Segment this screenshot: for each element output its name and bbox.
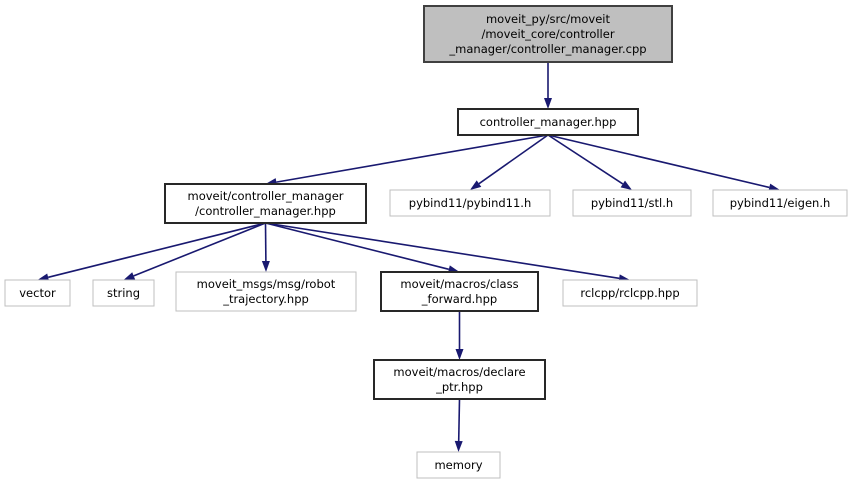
edge-line <box>133 222 266 277</box>
node-box <box>164 183 367 224</box>
graph-edge-class_forward-to-declare_ptr <box>455 311 464 360</box>
graph-node-moveit_controller_manager[interactable]: moveit/controller_manager/controller_man… <box>164 183 367 224</box>
graph-node-pybind11_stl[interactable]: pybind11/stl.h <box>572 189 692 217</box>
node-label-line: moveit/macros/class <box>400 277 518 291</box>
graph-edge-declare_ptr-to-memory <box>454 398 463 452</box>
node-label-line: vector <box>19 286 56 300</box>
node-label-line: moveit/controller_manager <box>188 189 344 203</box>
node-label-line: moveit_msgs/msg/robot <box>197 277 336 291</box>
node-box <box>389 189 551 217</box>
graph-node-pybind11_pybind11[interactable]: pybind11/pybind11.h <box>389 189 551 217</box>
node-box <box>92 279 155 307</box>
node-layer: moveit_py/src/moveit/moveit_core/control… <box>4 5 848 479</box>
node-label-line: pybind11/eigen.h <box>730 196 831 210</box>
node-box <box>457 108 639 136</box>
node-box <box>712 189 848 217</box>
node-label-line: moveit_py/src/moveit <box>486 12 611 26</box>
edge-line <box>47 222 266 279</box>
edge-layer <box>37 62 780 452</box>
node-label-line: _forward.hpp <box>421 292 497 306</box>
edge-line <box>457 398 461 442</box>
node-box <box>562 279 698 307</box>
edge-line <box>265 222 620 280</box>
arrowhead-icon <box>455 349 464 360</box>
edge-line <box>547 134 770 189</box>
node-box <box>373 359 546 400</box>
node-label-line: pybind11/stl.h <box>591 196 673 210</box>
graph-edge-controller_manager_hpp-to-pybind11_pybind11 <box>470 134 549 190</box>
arrowhead-icon <box>37 273 50 282</box>
node-label-line: pybind11/pybind11.h <box>409 196 531 210</box>
graph-node-vector[interactable]: vector <box>4 279 71 307</box>
graph-node-class_forward[interactable]: moveit/macros/class_forward.hpp <box>380 271 539 312</box>
graph-node-pybind11_eigen[interactable]: pybind11/eigen.h <box>712 189 848 217</box>
edge-line <box>547 134 624 185</box>
arrowhead-icon <box>261 260 270 272</box>
arrowhead-icon <box>454 440 463 452</box>
node-box <box>4 279 71 307</box>
edge-line <box>276 134 549 183</box>
graph-node-declare_ptr[interactable]: moveit/macros/declare_ptr.hpp <box>373 359 546 400</box>
node-label-line: _ptr.hpp <box>435 380 483 394</box>
graph-edge-root-to-controller_manager_hpp <box>544 62 552 109</box>
node-box <box>416 451 501 479</box>
graph-node-memory[interactable]: memory <box>416 451 501 479</box>
node-label-line: string <box>107 286 140 300</box>
arrowhead-icon <box>470 180 482 190</box>
node-label-line: memory <box>434 458 482 472</box>
graph-node-rclcpp[interactable]: rclcpp/rclcpp.hpp <box>562 279 698 307</box>
node-label-line: _manager/controller_manager.cpp <box>448 42 646 56</box>
graph-edge-moveit_controller_manager-to-string <box>123 222 266 280</box>
node-label-line: /moveit_core/controller <box>481 27 614 41</box>
node-label-line: controller_manager.hpp <box>480 115 617 129</box>
graph-node-string[interactable]: string <box>92 279 155 307</box>
graph-node-root[interactable]: moveit_py/src/moveit/moveit_core/control… <box>423 5 673 63</box>
node-box <box>572 189 692 217</box>
edge-line <box>478 134 549 185</box>
graph-edge-moveit_controller_manager-to-moveit_msgs_robot_trajectory <box>261 222 270 272</box>
node-label-line: /controller_manager.hpp <box>195 204 336 218</box>
graph-edge-moveit_controller_manager-to-vector <box>37 222 266 282</box>
node-box <box>423 5 673 63</box>
node-label-line: moveit/macros/declare <box>393 365 525 379</box>
arrowhead-icon <box>123 272 136 280</box>
graph-node-controller_manager_hpp[interactable]: controller_manager.hpp <box>457 108 639 136</box>
edge-line <box>265 222 450 271</box>
graph-edge-controller_manager_hpp-to-moveit_controller_manager <box>265 134 549 187</box>
graph-edge-controller_manager_hpp-to-pybind11_stl <box>547 134 632 190</box>
node-label-line: rclcpp/rclcpp.hpp <box>580 286 679 300</box>
graph-node-moveit_msgs_robot_trajectory[interactable]: moveit_msgs/msg/robot_trajectory.hpp <box>175 271 357 312</box>
graph-edge-controller_manager_hpp-to-pybind11_eigen <box>547 134 780 192</box>
node-box <box>380 271 539 312</box>
arrowhead-icon <box>620 180 632 190</box>
node-label-line: _trajectory.hpp <box>222 292 309 306</box>
arrowhead-icon <box>544 98 552 109</box>
arrowhead-icon <box>768 183 780 192</box>
node-box <box>175 271 357 312</box>
